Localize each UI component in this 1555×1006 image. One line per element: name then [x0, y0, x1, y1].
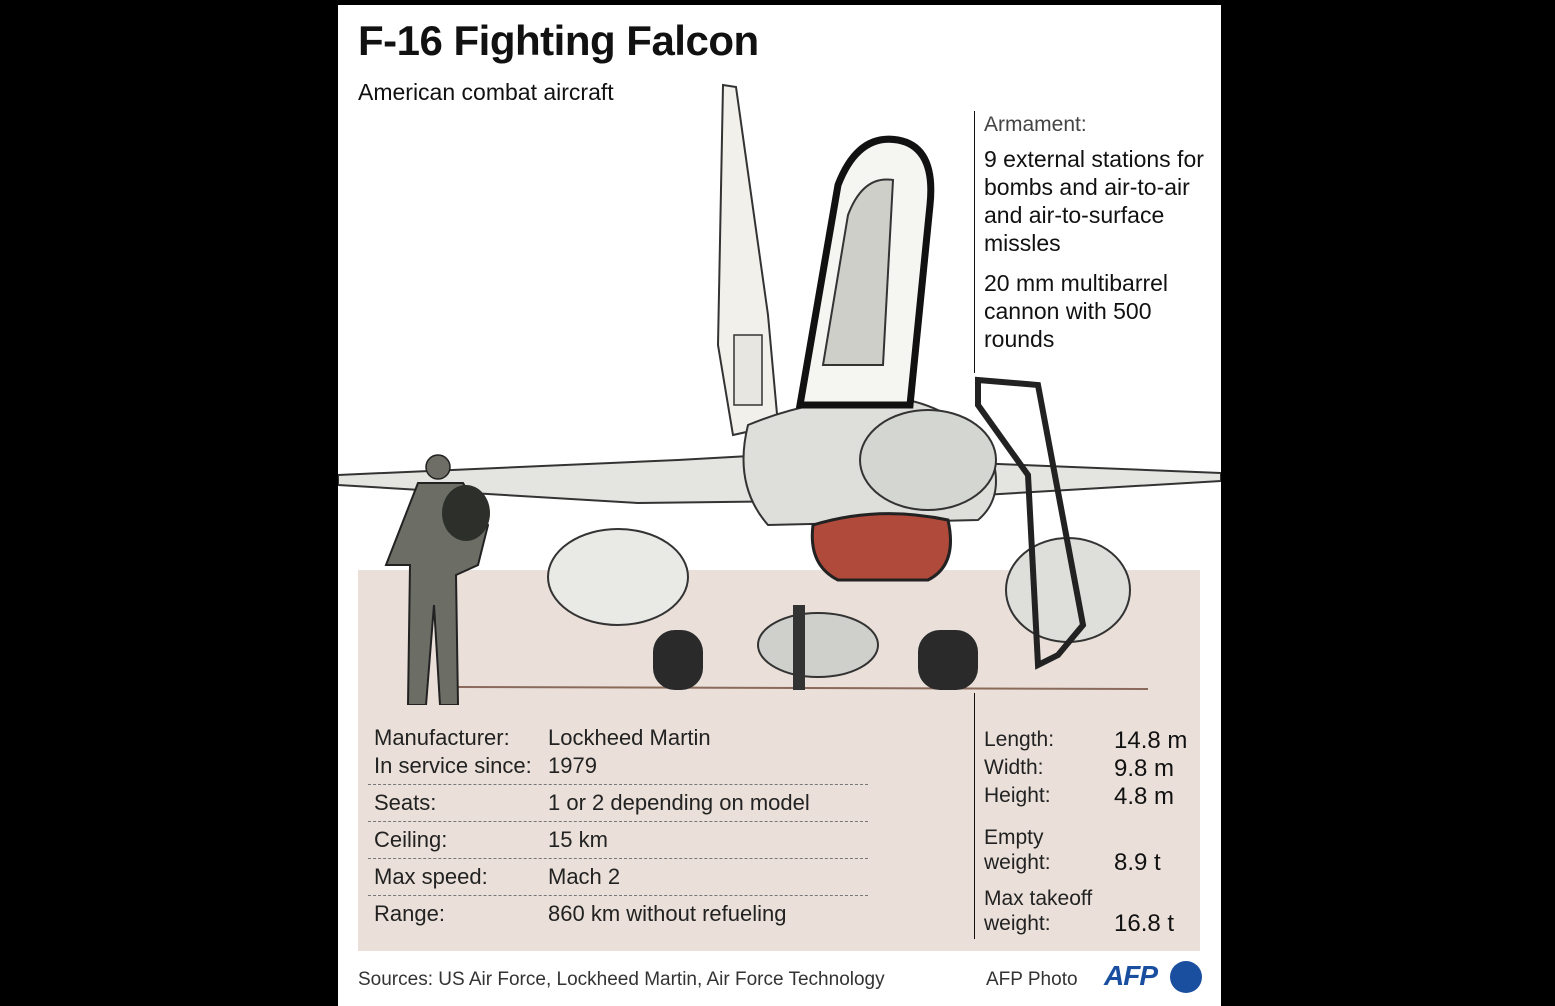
dimensions-divider: [974, 693, 975, 939]
spec-value: Mach 2: [548, 864, 621, 889]
dimension-key: Width:: [984, 756, 1044, 779]
dimension-value: 4.8 m: [1114, 783, 1175, 810]
spec-key: Manufacturer:: [374, 725, 510, 750]
spec-row: Manufacturer: Lockheed Martin In service…: [368, 720, 868, 785]
spec-key: Ceiling:: [374, 827, 448, 852]
dimension-key: Length:: [984, 728, 1055, 751]
dimension-key: Empty weight:: [984, 826, 1051, 874]
spec-value: Lockheed Martin: [548, 725, 711, 750]
spec-value: 15 km: [548, 827, 608, 852]
page-title: F-16 Fighting Falcon: [358, 17, 759, 64]
armament-item: 9 external stations for bombs and air-to…: [984, 146, 1204, 256]
dimension-key: Height:: [984, 784, 1051, 807]
dimension-value: 14.8 m: [1114, 727, 1188, 754]
afp-logo: AFP: [1104, 960, 1158, 991]
spec-key: In service since:: [374, 753, 532, 778]
armament-label: Armament:: [984, 113, 1087, 136]
page-subtitle: American combat aircraft: [358, 79, 614, 105]
armament-divider: [974, 111, 975, 373]
spec-key: Range:: [374, 901, 445, 926]
infographic-card: F-16 Fighting Falcon American combat air…: [338, 5, 1221, 1006]
f16-aircraft-illustration: [338, 83, 1221, 705]
dimension-value: 8.9 t: [1114, 849, 1161, 876]
sources-note: Sources: US Air Force, Lockheed Martin, …: [358, 969, 885, 990]
afp-logo-dot-icon: [1170, 961, 1202, 993]
dimension-value: 16.8 t: [1114, 910, 1175, 937]
specs-table: Manufacturer: Lockheed Martin In service…: [368, 720, 868, 932]
spec-value: 860 km without refueling: [548, 901, 787, 926]
spec-value: 1 or 2 depending on model: [548, 790, 810, 815]
dimension-value: 9.8 m: [1114, 755, 1175, 782]
photo-credit: AFP Photo: [986, 969, 1078, 990]
spec-row: Ceiling: 15 km: [368, 822, 868, 859]
dimension-key: Max takeoff weight:: [984, 887, 1093, 935]
spec-row: Range: 860 km without refueling: [368, 896, 868, 932]
spec-value: 1979: [548, 753, 597, 778]
spec-key: Max speed:: [374, 864, 488, 889]
spec-row: Max speed: Mach 2: [368, 859, 868, 896]
spec-key: Seats:: [374, 790, 437, 815]
armament-item: 20 mm multibarrel cannon with 500 rounds: [984, 270, 1169, 352]
spec-row: Seats: 1 or 2 depending on model: [368, 785, 868, 822]
